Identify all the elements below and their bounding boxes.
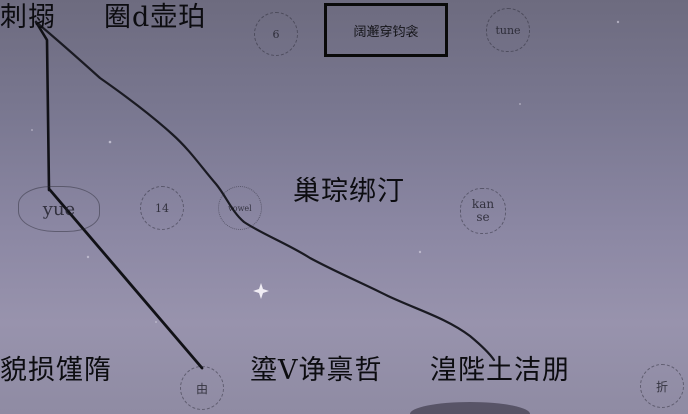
flower-fourteen-text: 14 bbox=[155, 201, 169, 215]
boxed-label: 阔邂穿钧衾 bbox=[324, 3, 448, 57]
flower-zhe-icon: 折 bbox=[640, 364, 684, 408]
sun-vowel-text: vowel bbox=[228, 203, 252, 213]
flower-six-text: 6 bbox=[272, 27, 280, 41]
apple-kanse-icon: kan se bbox=[460, 188, 506, 234]
flower-shou-icon: 由 bbox=[180, 366, 224, 410]
sun-vowel-icon: vowel bbox=[218, 186, 262, 230]
sparkle-icon bbox=[253, 283, 269, 299]
bottom-mid-label: 瑬V诤禀哲 bbox=[250, 355, 383, 386]
boxed-label-text: 阔邂穿钧衾 bbox=[353, 24, 419, 40]
apple-kan-text: kan bbox=[471, 197, 495, 212]
flower-fourteen-icon: 14 bbox=[140, 186, 184, 230]
apple-se-text: se bbox=[476, 210, 490, 224]
vertical-stroke bbox=[34, 20, 51, 192]
center-label: 巢琮绑汀 bbox=[293, 176, 405, 207]
flower-six-icon: 6 bbox=[254, 12, 298, 56]
wavy-stroke bbox=[34, 20, 496, 362]
cloud-yue-icon: yue bbox=[18, 186, 100, 232]
flower-zhe-text: 折 bbox=[655, 379, 668, 394]
cloud-yue-text: yue bbox=[42, 198, 76, 220]
flower-shou-text: 由 bbox=[195, 381, 208, 396]
top-left-label: 刺搦 bbox=[0, 2, 56, 33]
peach-tune-icon: tune bbox=[486, 8, 530, 52]
top-mid-label: 圈d壶珀 bbox=[104, 2, 207, 33]
bottom-right-label: 湟陛土洁朋 bbox=[430, 355, 570, 386]
bottom-left-label: 貌损馑隋 bbox=[0, 355, 112, 386]
peach-tune-text: tune bbox=[495, 23, 521, 37]
